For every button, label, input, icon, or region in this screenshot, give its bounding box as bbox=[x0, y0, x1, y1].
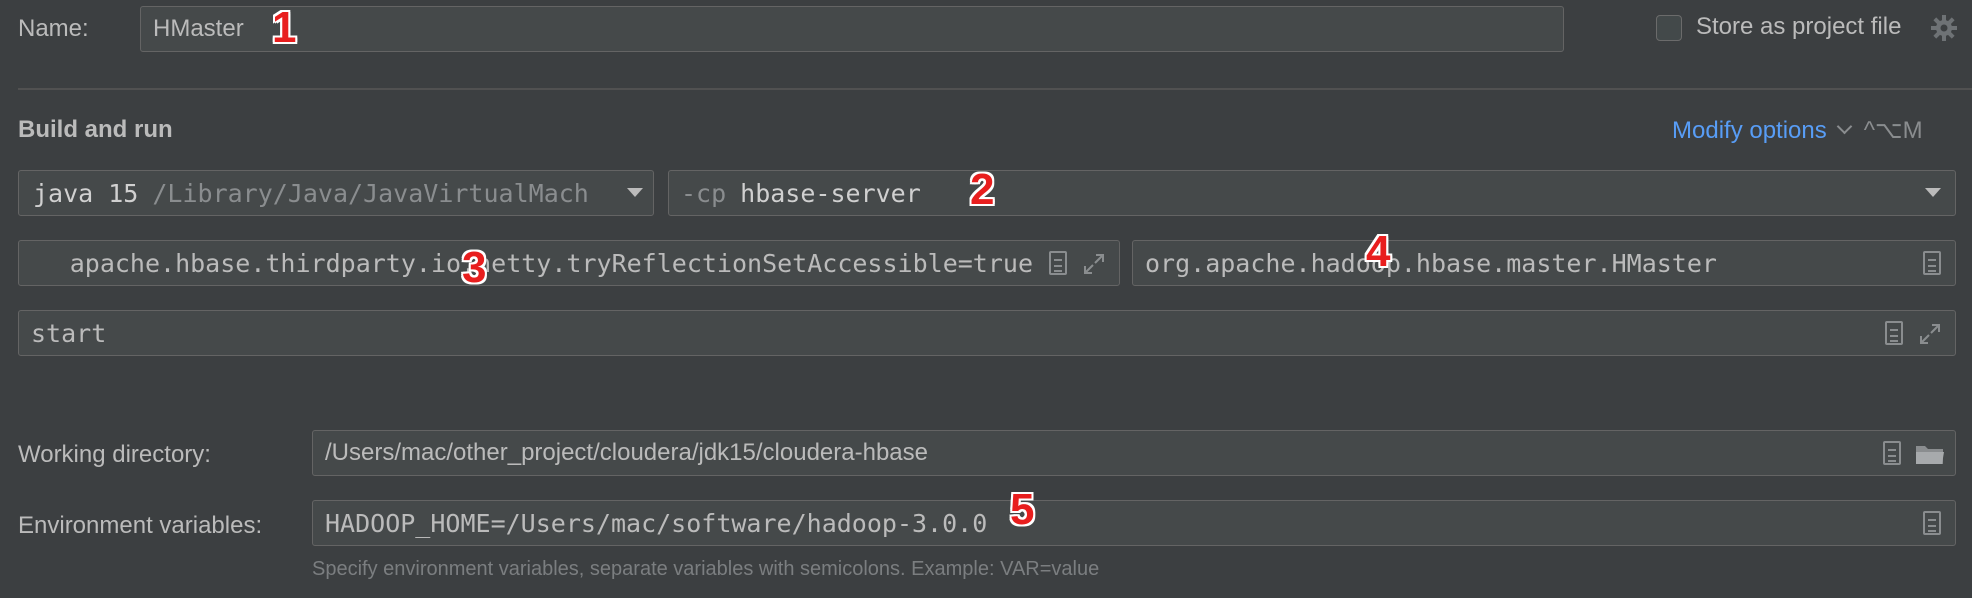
jdk-version: java 15 bbox=[33, 178, 139, 208]
store-as-project-checkbox[interactable] bbox=[1656, 15, 1682, 41]
build-run-heading: Build and run bbox=[18, 116, 173, 143]
program-args-expand-icon[interactable] bbox=[1917, 321, 1943, 347]
jdk-display: java 15 /Library/Java/JavaVirtualMach bbox=[33, 171, 589, 215]
program-args-doc-icon[interactable] bbox=[1885, 321, 1903, 345]
working-dir-doc-icon[interactable] bbox=[1883, 441, 1901, 465]
modify-options-link[interactable]: Modify options ^⌥M bbox=[1672, 116, 1923, 145]
annotation-badge-2: 2 bbox=[970, 165, 995, 214]
modify-options-shortcut: ^⌥M bbox=[1863, 117, 1923, 144]
vm-options-input[interactable]: apache.hbase.thirdparty.io.netty.tryRefl… bbox=[18, 240, 1120, 286]
name-input[interactable]: HMaster bbox=[140, 6, 1564, 52]
gear-icon[interactable] bbox=[1930, 14, 1958, 42]
annotation-badge-4: 4 bbox=[1366, 227, 1391, 276]
env-vars-hint: Specify environment variables, separate … bbox=[312, 558, 1100, 580]
vm-options-doc-icon[interactable] bbox=[1049, 251, 1067, 275]
chevron-down-icon bbox=[1836, 118, 1853, 135]
jdk-path: /Library/Java/JavaVirtualMach bbox=[152, 178, 589, 208]
name-label: Name: bbox=[18, 15, 89, 42]
name-value: HMaster bbox=[153, 15, 244, 42]
store-as-project-label: Store as project file bbox=[1696, 13, 1902, 40]
program-args-value: start bbox=[31, 318, 107, 348]
working-dir-input[interactable]: /Users/mac/other_project/cloudera/jdk15/… bbox=[312, 430, 1956, 476]
modify-options-label: Modify options bbox=[1672, 116, 1827, 144]
classpath-flag: -cp bbox=[681, 178, 727, 208]
section-divider bbox=[18, 88, 1972, 90]
vm-options-expand-icon[interactable] bbox=[1081, 251, 1107, 277]
jdk-select[interactable]: java 15 /Library/Java/JavaVirtualMach bbox=[18, 170, 654, 216]
env-vars-doc-icon[interactable] bbox=[1923, 511, 1941, 535]
env-vars-input[interactable]: HADOOP_HOME=/Users/mac/software/hadoop-3… bbox=[312, 500, 1956, 546]
vm-options-value: apache.hbase.thirdparty.io.netty.tryRefl… bbox=[69, 248, 1033, 278]
env-vars-value: HADOOP_HOME=/Users/mac/software/hadoop-3… bbox=[325, 508, 988, 538]
classpath-dropdown-arrow-icon[interactable] bbox=[1925, 188, 1941, 197]
main-class-doc-icon[interactable] bbox=[1923, 251, 1941, 275]
classpath-display: -cp hbase-server bbox=[681, 171, 921, 215]
working-dir-value: /Users/mac/other_project/cloudera/jdk15/… bbox=[325, 439, 928, 466]
main-class-value: org.apache.hadoop.hbase.master.HMaster bbox=[1145, 248, 1717, 278]
program-args-input[interactable]: start bbox=[18, 310, 1956, 356]
annotation-badge-3: 3 bbox=[462, 243, 487, 292]
annotation-badge-5: 5 bbox=[1010, 485, 1035, 534]
jdk-dropdown-arrow-icon[interactable] bbox=[627, 188, 643, 197]
folder-icon[interactable] bbox=[1915, 442, 1945, 466]
annotation-badge-1: 1 bbox=[272, 3, 297, 52]
classpath-select[interactable]: -cp hbase-server bbox=[668, 170, 1956, 216]
classpath-module: hbase-server bbox=[740, 178, 921, 208]
main-class-input[interactable]: org.apache.hadoop.hbase.master.HMaster bbox=[1132, 240, 1956, 286]
env-vars-label: Environment variables: bbox=[18, 512, 263, 539]
working-dir-label: Working directory: bbox=[18, 441, 211, 468]
